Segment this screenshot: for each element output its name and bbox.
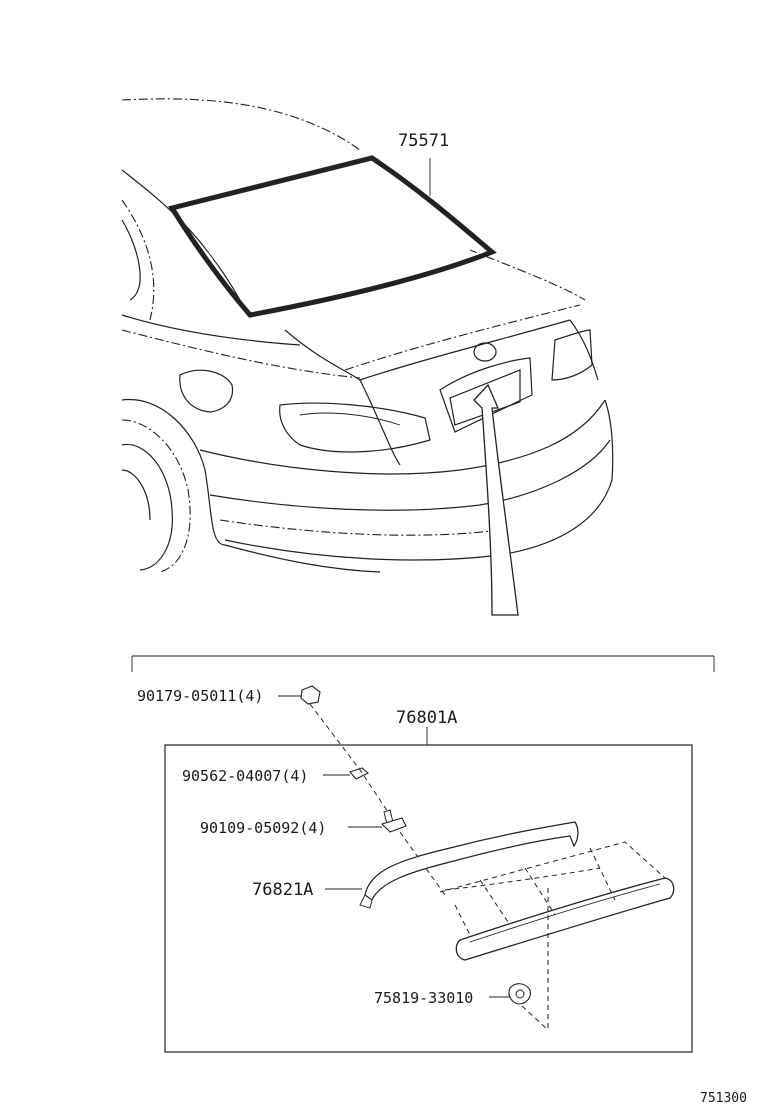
part-label-90109: 90109-05092(4)	[200, 819, 326, 837]
figure-id: 751300	[700, 1091, 747, 1106]
rear-window-weatherstrip-75571	[168, 155, 497, 318]
garnish-seal-76821A	[359, 821, 579, 909]
clip-icon	[508, 983, 531, 1005]
part-label-90562: 90562-04007(4)	[182, 767, 308, 785]
part-label-90179: 90179-05011(4)	[137, 687, 263, 705]
license-plate-garnish-76801A	[439, 841, 675, 1030]
part-label-76801A: 76801A	[396, 708, 457, 728]
part-label-75571: 75571	[398, 131, 449, 151]
part-label-76821A: 76821A	[252, 880, 313, 900]
section-bracket	[131, 655, 715, 672]
nut-icon	[300, 685, 321, 705]
part-label-75819: 75819-33010	[374, 989, 473, 1007]
stud-bolt-icon	[380, 809, 407, 833]
washer-icon	[349, 767, 369, 780]
assembly-box	[164, 744, 693, 1053]
car-rear-illustration	[121, 98, 614, 573]
location-arrow	[473, 383, 519, 616]
